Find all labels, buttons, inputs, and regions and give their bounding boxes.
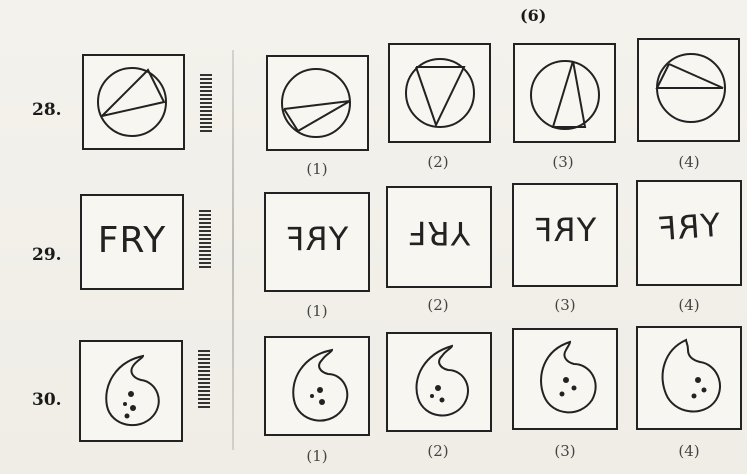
option-label-30-4: (4) <box>669 442 709 460</box>
section-label: (6) <box>520 6 546 25</box>
paisley-with-dots-icon <box>514 330 620 432</box>
option-label-28-3: (3) <box>543 153 583 171</box>
problem-figure-30 <box>79 340 183 442</box>
option-figure-30-1[interactable] <box>264 336 370 436</box>
option-label-30-1: (1) <box>297 447 337 465</box>
column-divider <box>232 50 234 450</box>
question-number-28: 28. <box>32 100 62 120</box>
circle-with-triangle-icon <box>639 40 742 144</box>
circle-with-triangle-icon <box>84 56 187 152</box>
option-word-29-1: YRF <box>285 220 348 258</box>
option-label-28-1: (1) <box>297 160 337 178</box>
option-label-29-1: (1) <box>297 302 337 320</box>
option-word-29-2: YRF <box>407 214 470 252</box>
option-figure-29-3[interactable]: YRF <box>512 183 618 287</box>
option-figure-29-1[interactable]: YRF <box>264 192 370 292</box>
option-label-29-4: (4) <box>669 296 709 314</box>
option-figure-28-4[interactable] <box>637 38 740 142</box>
problem-word: FRY <box>82 220 182 261</box>
problem-figure-29: FRY <box>80 194 184 290</box>
option-figure-28-3[interactable] <box>513 43 616 143</box>
option-figure-28-2[interactable] <box>388 43 491 143</box>
hatch-marks-29 <box>199 210 211 268</box>
question-number-29: 29. <box>32 245 62 265</box>
option-figure-30-3[interactable] <box>512 328 618 430</box>
problem-figure-28 <box>82 54 185 150</box>
paisley-with-dots-icon <box>81 342 185 444</box>
option-word-29-3: YRF <box>533 211 596 249</box>
option-label-29-2: (2) <box>418 296 458 314</box>
circle-with-triangle-icon <box>515 45 618 145</box>
hatch-marks-30 <box>198 350 210 410</box>
option-figure-30-2[interactable] <box>386 332 492 432</box>
circle-with-triangle-icon <box>390 45 493 145</box>
circle-with-triangle-icon <box>268 57 371 153</box>
option-label-30-2: (2) <box>418 442 458 460</box>
paisley-with-dots-icon <box>266 338 372 438</box>
option-figure-29-2[interactable]: YRF <box>386 186 492 288</box>
option-figure-29-4[interactable]: YRF <box>636 180 742 286</box>
option-label-28-2: (2) <box>418 153 458 171</box>
hatch-marks-28 <box>200 74 212 132</box>
option-label-29-3: (3) <box>545 296 585 314</box>
paisley-with-dots-icon <box>638 328 744 432</box>
option-label-30-3: (3) <box>545 442 585 460</box>
option-word-29-4: YRF <box>656 206 722 248</box>
option-label-28-4: (4) <box>669 153 709 171</box>
option-figure-28-1[interactable] <box>266 55 369 151</box>
option-figure-30-4[interactable] <box>636 326 742 430</box>
paisley-with-dots-icon <box>388 334 494 434</box>
question-number-30: 30. <box>32 390 62 410</box>
